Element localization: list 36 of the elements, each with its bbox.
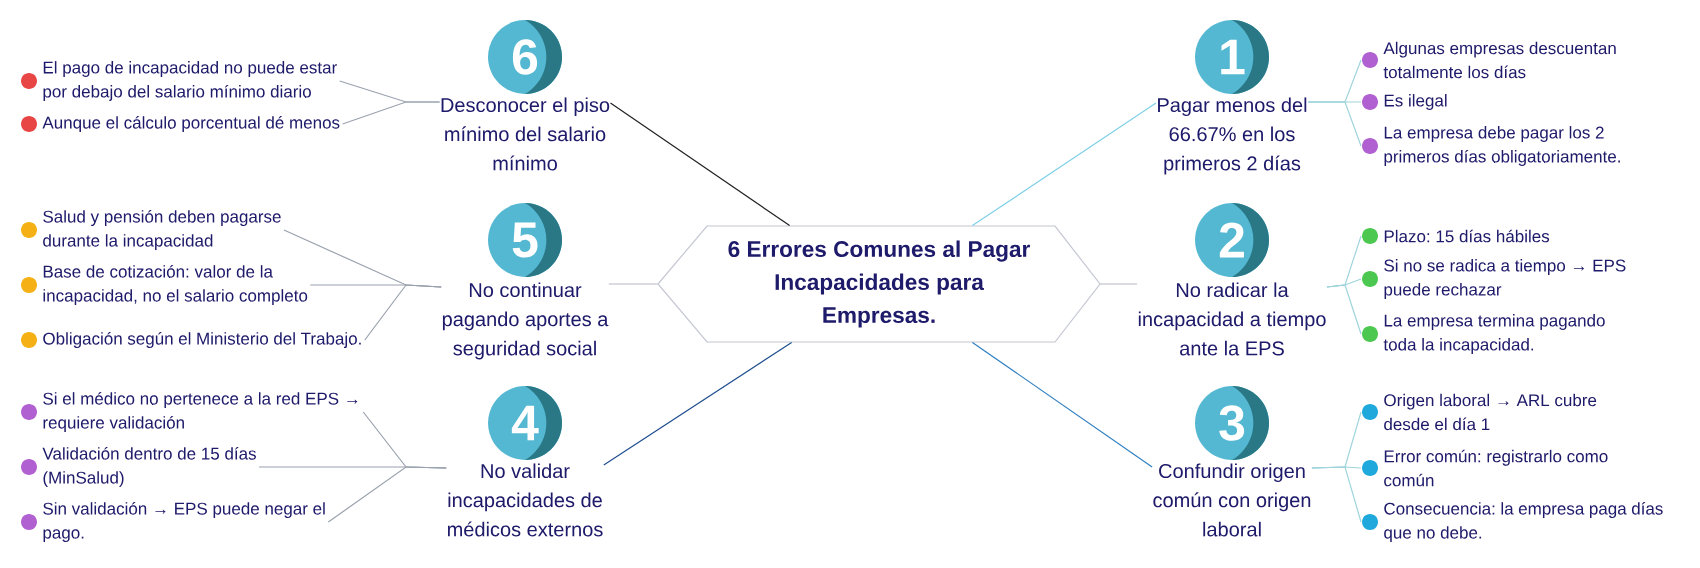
connector-line bbox=[1307, 101, 1362, 147]
bullet-text: La empresa debe pagar los 2 primeros días obligatoriamente. bbox=[1384, 126, 1620, 166]
connector-line bbox=[1311, 466, 1362, 523]
bullet-text: Salud y pensión deben pagarse durante la incapacidad bbox=[43, 210, 281, 250]
connector-line bbox=[364, 284, 442, 341]
bullet-text: El pago de incapacidad no puede estar por debajo del salario mínimo diario bbox=[43, 61, 337, 101]
bullet-text: Validación dentro de 15 días (MinSalud) bbox=[42, 447, 256, 487]
topic-title: No validar incapacidades de médicos externos bbox=[447, 463, 603, 537]
connector-line bbox=[603, 341, 793, 466]
connector-line bbox=[327, 466, 447, 523]
bullet-text: Si no se radica a tiempo → EPS puede rechazar bbox=[1384, 259, 1626, 299]
bullet-text: Sin validación → EPS puede negar el pago. bbox=[43, 502, 325, 542]
connector-line bbox=[341, 101, 441, 125]
topic-title: Desconocer el piso mínimo del salario mínimo bbox=[441, 97, 610, 171]
connector-line bbox=[1099, 283, 1138, 285]
topic-title: No radicar la incapacidad a tiempo ante la EPS bbox=[1138, 282, 1326, 356]
bullet-text: Plazo: 15 días hábiles bbox=[1384, 229, 1550, 243]
bullet-text: Aunque el cálculo porcentual dé menos bbox=[42, 116, 340, 132]
bullet-text: La empresa termina pagando toda la incapacidad. bbox=[1383, 314, 1605, 354]
connector-line bbox=[608, 283, 659, 285]
topic-title: No continuar pagando aportes a seguridad social bbox=[442, 282, 609, 360]
bullet-text: Obligación según el Ministerio del Trabajo. bbox=[43, 332, 361, 348]
connector-line bbox=[1326, 284, 1362, 335]
central-hexagon: 6 Errores Comunes al Pagar Incapacidades para Empresas. bbox=[657, 225, 1101, 343]
connector-line bbox=[971, 102, 1157, 227]
topic-title: Pagar menos del 66.67% en los primeros 2 días bbox=[1158, 97, 1307, 175]
connector-line bbox=[609, 102, 791, 227]
bullet-text: Algunas empresas descuentan totalmente los días bbox=[1383, 41, 1616, 79]
connector-line bbox=[971, 341, 1153, 468]
bullet-text: Es ilegal bbox=[1384, 94, 1447, 110]
bullet-text: Si el médico no pertenece a la red EPS → requiere validación bbox=[43, 392, 358, 432]
bullet-text: Base de cotización: valor de la incapacidad, no el salario completo bbox=[43, 265, 308, 305]
topic-title: Confundir origen común con origen laboral bbox=[1153, 463, 1311, 537]
bullet-text: Consecuencia: la empresa paga días que no debe. bbox=[1384, 502, 1663, 542]
bullet-text: Error común: registrarlo como común bbox=[1384, 449, 1608, 487]
bullet-text: Origen laboral → ARL cubre desde el día 1 bbox=[1384, 393, 1597, 431]
